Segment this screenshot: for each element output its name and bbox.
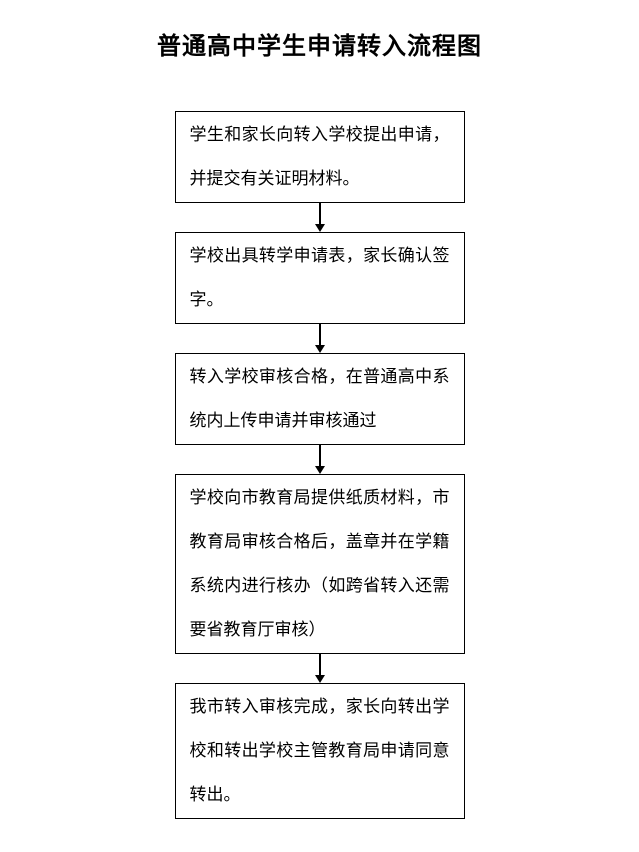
arrow-stem (318, 654, 321, 675)
down-arrow-icon (175, 324, 465, 353)
arrow-head (314, 675, 325, 683)
down-arrow-icon (175, 654, 465, 683)
arrow-head (314, 345, 325, 353)
page-title: 普通高中学生申请转入流程图 (157, 34, 482, 60)
arrow-stem (318, 324, 321, 345)
flow-step-2: 学校出具转学申请表，家长确认签字。 (174, 232, 465, 324)
flow-step-1: 学生和家长向转入学校提出申请，并提交有关证明材料。 (174, 111, 465, 203)
flowchart: 学生和家长向转入学校提出申请，并提交有关证明材料。 学校出具转学申请表，家长确认… (174, 111, 465, 819)
down-arrow-icon (175, 445, 465, 474)
arrow-stem (318, 203, 321, 224)
down-arrow-icon (175, 203, 465, 232)
arrow-stem (318, 445, 321, 466)
flow-step-3: 转入学校审核合格，在普通高中系统内上传申请并审核通过 (174, 353, 465, 445)
arrow-head (314, 466, 325, 474)
arrow-head (314, 224, 325, 232)
flow-step-4: 学校向市教育局提供纸质材料，市教育局审核合格后，盖章并在学籍系统内进行核办（如跨… (174, 474, 465, 654)
flow-step-5: 我市转入审核完成，家长向转出学校和转出学校主管教育局申请同意转出。 (174, 683, 465, 819)
